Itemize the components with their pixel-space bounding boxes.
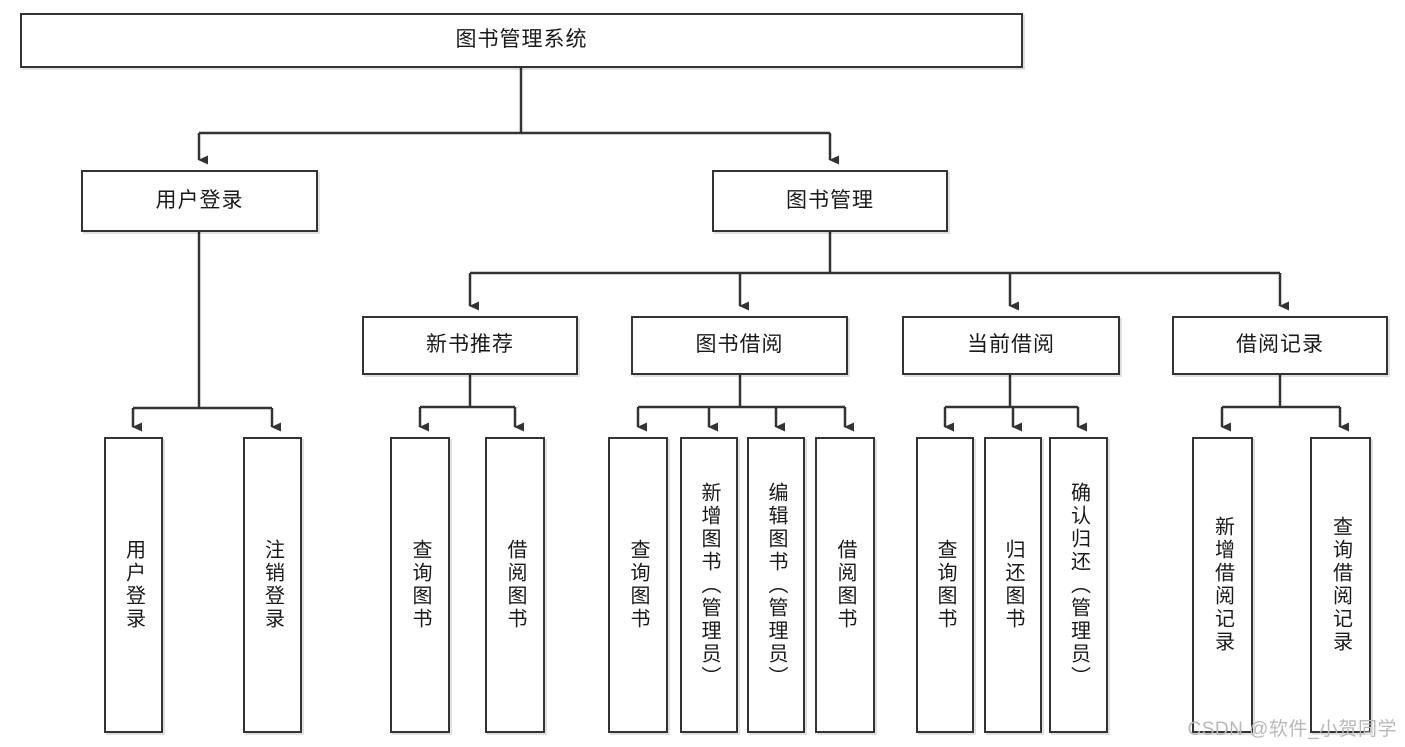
leaf-query-borrow-record-label: 查询借阅记录 [1329,516,1352,654]
node-book-management[interactable]: 图书管理 [712,170,948,232]
node-borrow-record[interactable]: 借阅记录 [1172,316,1388,375]
node-user-login[interactable]: 用户登录 [81,170,318,232]
leaf-user-login-label: 用户登录 [122,539,145,631]
leaf-current-query-book[interactable]: 查询图书 [916,437,974,733]
leaf-borrow-book[interactable]: 借阅图书 [815,437,875,733]
node-current-borrow-label: 当前借阅 [967,333,1055,357]
node-new-book-recommend[interactable]: 新书推荐 [362,316,578,375]
leaf-confirm-return-admin[interactable]: 确认归还（管理员） [1049,437,1108,733]
leaf-new-book-query[interactable]: 查询图书 [390,437,450,733]
leaf-new-book-query-label: 查询图书 [409,539,431,631]
node-root-label: 图书管理系统 [455,28,588,52]
leaf-borrow-query-book[interactable]: 查询图书 [608,437,668,733]
leaf-new-book-borrow[interactable]: 借阅图书 [485,437,545,733]
leaf-add-borrow-record[interactable]: 新增借阅记录 [1192,437,1253,733]
node-book-borrow[interactable]: 图书借阅 [631,316,848,375]
leaf-current-query-book-label: 查询图书 [934,539,956,631]
leaf-confirm-return-admin-label: 确认归还（管理员） [1067,481,1090,689]
leaf-add-book-admin[interactable]: 新增图书（管理员） [680,437,738,733]
leaf-query-borrow-record[interactable]: 查询借阅记录 [1310,437,1371,733]
leaf-add-borrow-record-label: 新增借阅记录 [1211,516,1234,654]
leaf-new-book-borrow-label: 借阅图书 [504,539,526,631]
node-current-borrow[interactable]: 当前借阅 [902,316,1120,375]
node-new-book-recommend-label: 新书推荐 [426,333,514,357]
leaf-borrow-query-book-label: 查询图书 [627,539,649,631]
leaf-edit-book-admin[interactable]: 编辑图书（管理员） [747,437,805,733]
node-book-management-label: 图书管理 [786,188,874,212]
leaf-borrow-book-label: 借阅图书 [834,539,856,631]
leaf-edit-book-admin-label: 编辑图书（管理员） [765,481,787,689]
leaf-user-login[interactable]: 用户登录 [104,437,163,733]
node-book-borrow-label: 图书借阅 [695,333,784,357]
leaf-return-book[interactable]: 归还图书 [984,437,1042,733]
leaf-add-book-admin-label: 新增图书（管理员） [698,481,720,689]
leaf-logout-label: 注销登录 [261,539,284,631]
node-root[interactable]: 图书管理系统 [20,13,1023,68]
leaf-return-book-label: 归还图书 [1002,539,1024,631]
node-user-login-label: 用户登录 [155,188,244,212]
watermark: CSDN @软件_小贺同学 [1187,719,1397,740]
node-borrow-record-label: 借阅记录 [1236,333,1324,357]
leaf-logout[interactable]: 注销登录 [243,437,302,733]
